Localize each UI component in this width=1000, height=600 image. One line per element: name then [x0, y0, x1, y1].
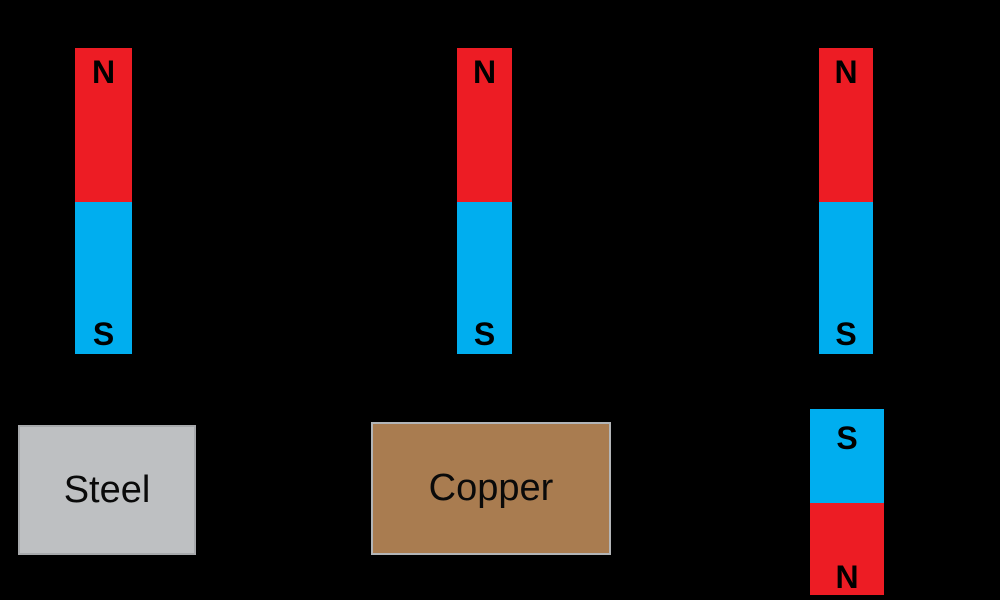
south-pole: S — [457, 202, 512, 354]
north-pole-label: N — [835, 559, 859, 595]
lower-bar-magnet: S N — [810, 409, 884, 595]
copper-block: Copper — [371, 422, 611, 555]
bar-magnet-above-copper: N S — [457, 48, 512, 354]
south-pole-label: S — [92, 316, 115, 352]
south-pole-label: S — [836, 420, 858, 456]
south-pole: S — [819, 202, 873, 354]
north-pole: N — [457, 48, 512, 202]
south-pole-label: S — [835, 316, 857, 352]
copper-block-label: Copper — [428, 467, 554, 509]
north-pole-label: N — [91, 54, 116, 90]
north-pole: N — [819, 48, 873, 202]
south-pole: S — [75, 202, 132, 354]
south-pole-label: S — [473, 316, 496, 352]
north-pole-label: N — [472, 54, 497, 90]
north-pole: N — [810, 503, 884, 595]
bar-magnet-above-magnet: N S — [819, 48, 873, 354]
steel-block-label: Steel — [63, 468, 151, 511]
bar-magnet-above-steel: N S — [75, 48, 132, 354]
south-pole: S — [810, 409, 884, 503]
north-pole-label: N — [834, 54, 858, 90]
steel-block: Steel — [18, 425, 196, 555]
north-pole: N — [75, 48, 132, 202]
